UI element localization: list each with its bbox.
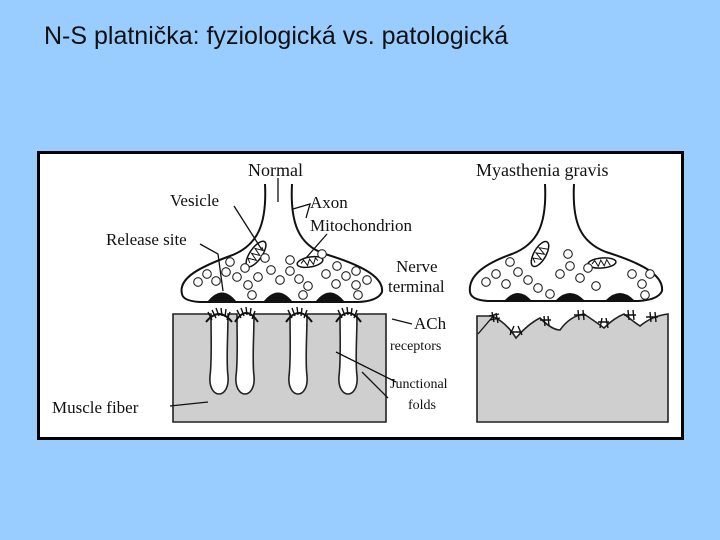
nmj-diagram: Normal Myasthenia gravis Vesicle Axon Mi… [37, 151, 684, 440]
label-vesicle: Vesicle [170, 191, 219, 210]
label-nerve-terminal-2: terminal [388, 277, 445, 296]
label-release-site: Release site [106, 230, 187, 249]
label-ach-receptors-1: ACh [414, 314, 447, 333]
label-muscle-fiber: Muscle fiber [52, 398, 139, 417]
mg-nerve-terminal [470, 184, 662, 301]
label-mitochondrion: Mitochondrion [310, 216, 412, 235]
label-ach-receptors-2: receptors [390, 339, 441, 354]
label-junctional-folds-1: Junctional [390, 377, 448, 392]
label-nerve-terminal-1: Nerve [396, 257, 438, 276]
label-junctional-folds-2: folds [408, 398, 436, 413]
panel-title-normal: Normal [248, 160, 303, 180]
slide-title: N-S platnička: fyziologická vs. patologi… [44, 22, 508, 51]
normal-muscle-fiber [173, 314, 386, 422]
nmj-diagram-svg: Normal Myasthenia gravis Vesicle Axon Mi… [40, 154, 681, 437]
pathologic-panel [470, 184, 668, 422]
label-axon: Axon [310, 193, 348, 212]
mg-muscle-fiber [477, 314, 668, 422]
panel-title-myasthenia: Myasthenia gravis [476, 160, 608, 180]
